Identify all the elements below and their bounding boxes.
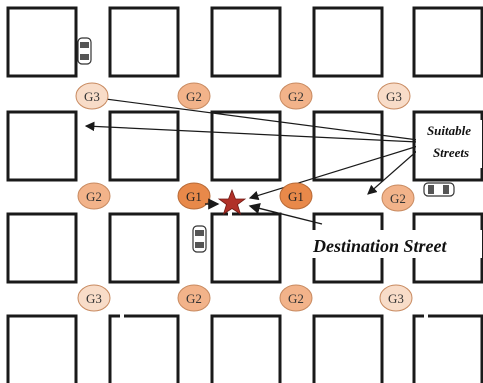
cluster-label: G2 (288, 291, 304, 306)
block (210, 314, 282, 383)
car-icon (77, 37, 92, 65)
cluster-label: G3 (386, 89, 402, 104)
destination-arrows (205, 198, 323, 225)
cluster-circle-g2: G2 (279, 284, 313, 312)
suitable-streets-line2: Streets (433, 145, 469, 160)
suitable-streets-line1: Suitable (427, 123, 471, 138)
cluster-circle-g3: G3 (75, 82, 109, 110)
block (6, 314, 78, 383)
block (108, 212, 180, 284)
destination-street-text: Destination Street (312, 236, 448, 256)
cluster-label: G2 (186, 291, 202, 306)
cluster-circle-g3: G3 (379, 284, 413, 312)
cluster-label: G2 (390, 191, 406, 206)
block (6, 6, 78, 78)
block (108, 110, 180, 182)
block (210, 212, 282, 284)
cluster-circle-g1: G1 (177, 182, 211, 210)
cluster-circle-g3: G3 (377, 82, 411, 110)
car-icon (192, 225, 207, 253)
block (210, 110, 282, 182)
road-gaps (120, 205, 428, 320)
cluster-circle-g2: G2 (77, 182, 111, 210)
arrow-to-g2-right (367, 149, 419, 195)
cluster-circles: G3 G2 G2 G3 G2 G1 G1 G2 (75, 82, 415, 312)
cluster-label: G3 (84, 89, 100, 104)
cluster-circle-g3: G3 (77, 284, 111, 312)
block (108, 6, 180, 78)
car-icon (423, 182, 455, 197)
block (6, 110, 78, 182)
cluster-circle-g2: G2 (177, 284, 211, 312)
block (210, 6, 282, 78)
block (412, 314, 483, 383)
block (6, 212, 78, 284)
block (312, 314, 384, 383)
cluster-circle-g1: G1 (279, 182, 313, 210)
cluster-label: G1 (186, 189, 202, 204)
arrow-destination-label-to-star (248, 202, 323, 225)
arrow-to-g3-topleft (96, 94, 419, 141)
cluster-circle-g2: G2 (177, 82, 211, 110)
cluster-label: G2 (86, 189, 102, 204)
block (312, 6, 384, 78)
suitable-street-arrows (84, 94, 419, 208)
cluster-circle-g2: G2 (381, 184, 415, 212)
cluster-label: G3 (86, 291, 102, 306)
suitable-streets-label: Suitable Streets (416, 120, 482, 168)
block (412, 6, 483, 78)
destination-street-label: Destination Street (312, 230, 482, 258)
arrow-to-g1-right (248, 145, 419, 201)
cluster-label: G2 (186, 89, 202, 104)
block (312, 110, 384, 182)
destination-star-icon (217, 188, 247, 215)
cluster-label: G2 (288, 89, 304, 104)
cluster-label: G3 (388, 291, 404, 306)
block (108, 314, 180, 383)
cluster-label: G1 (288, 189, 304, 204)
arrow-to-left-street (84, 121, 419, 143)
cluster-circle-g2: G2 (279, 82, 313, 110)
